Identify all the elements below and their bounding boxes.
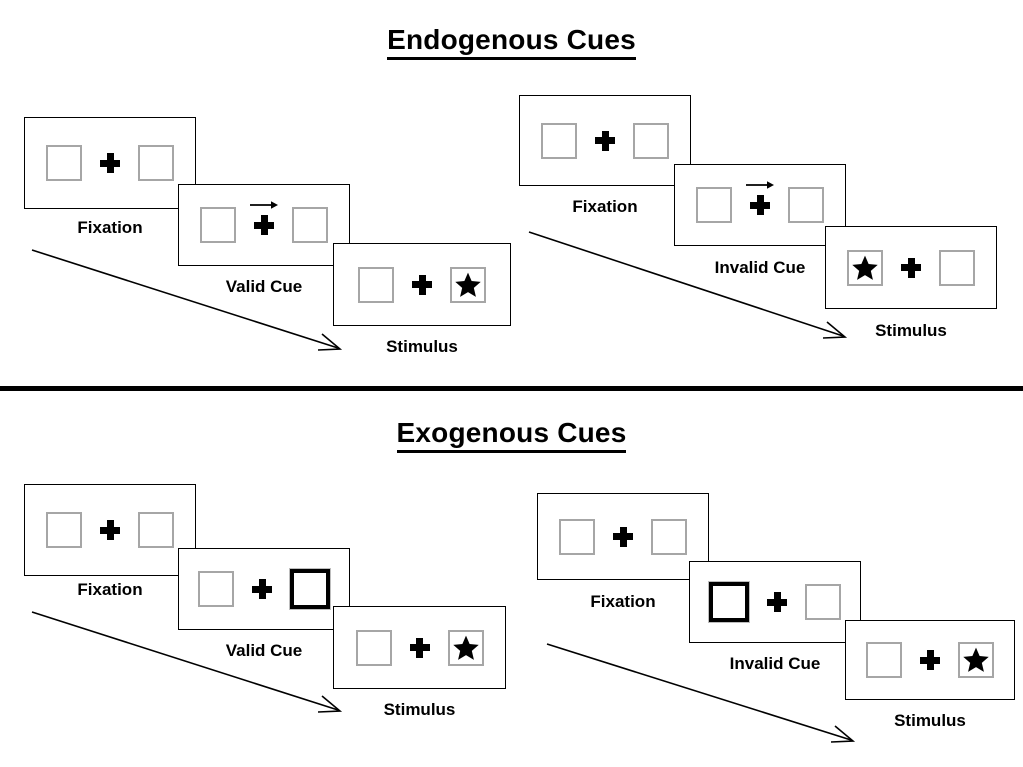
stimulus-box-right[interactable] bbox=[633, 122, 669, 159]
center-group bbox=[100, 153, 120, 173]
center-group bbox=[412, 274, 432, 295]
stimulus-box-left[interactable] bbox=[866, 642, 902, 678]
panel-endogenous-valid-fixation[interactable] bbox=[24, 117, 196, 209]
panel-endogenous-invalid-cue[interactable] bbox=[674, 164, 846, 246]
panel-exogenous-invalid-stimulus[interactable] bbox=[845, 620, 1015, 700]
caption-exogenous-valid-fixation: Fixation bbox=[77, 580, 143, 599]
stimulus-box-right[interactable] bbox=[450, 266, 486, 303]
center-group bbox=[901, 257, 921, 278]
fixation-cross-icon bbox=[901, 257, 921, 278]
panel-content bbox=[866, 642, 994, 678]
panel-endogenous-valid-stimulus[interactable] bbox=[333, 243, 511, 326]
section-title-endogenous-text: Endogenous Cues bbox=[387, 24, 636, 60]
panel-exogenous-valid-fixation[interactable] bbox=[24, 484, 196, 576]
caption-exogenous-valid-cue: Valid Cue bbox=[225, 641, 303, 660]
stimulus-box-right[interactable] bbox=[651, 518, 687, 555]
center-group bbox=[100, 520, 120, 540]
section-title-exogenous-text: Exogenous Cues bbox=[396, 417, 627, 453]
panel-exogenous-valid-stimulus[interactable] bbox=[333, 606, 506, 689]
center-group bbox=[595, 130, 615, 151]
caption-endogenous-valid-cue: Valid Cue bbox=[225, 277, 303, 296]
panel-content bbox=[198, 568, 331, 610]
panel-content bbox=[696, 181, 824, 223]
stimulus-box-right[interactable] bbox=[805, 584, 841, 620]
star-icon bbox=[452, 634, 480, 662]
panel-content bbox=[847, 249, 975, 286]
panel-content bbox=[46, 512, 174, 548]
star-icon bbox=[454, 271, 482, 299]
section-divider bbox=[0, 386, 1023, 391]
panel-exogenous-invalid-fixation[interactable] bbox=[537, 493, 709, 580]
stimulus-box-left-cued[interactable] bbox=[708, 581, 750, 623]
fixation-cross-icon bbox=[409, 637, 430, 658]
fixation-cross-icon bbox=[412, 274, 432, 295]
caption-endogenous-invalid-stimulus: Stimulus bbox=[875, 321, 947, 340]
stimulus-box-right[interactable] bbox=[958, 642, 994, 678]
stimulus-box-right[interactable] bbox=[447, 629, 484, 666]
center-group bbox=[920, 650, 940, 670]
stimulus-box-left[interactable] bbox=[198, 571, 234, 607]
stimulus-box-left[interactable] bbox=[847, 249, 883, 286]
stimulus-box-right[interactable] bbox=[292, 207, 328, 243]
center-group bbox=[613, 526, 633, 547]
caption-exogenous-invalid-stimulus: Stimulus bbox=[894, 711, 966, 730]
panel-content bbox=[559, 518, 687, 555]
fixation-cross-icon bbox=[254, 215, 274, 235]
center-group bbox=[767, 592, 787, 612]
caption-endogenous-valid-stimulus: Stimulus bbox=[386, 337, 458, 356]
stimulus-box-right-cued[interactable] bbox=[289, 568, 331, 610]
star-icon bbox=[962, 646, 990, 674]
panel-endogenous-valid-cue[interactable] bbox=[178, 184, 350, 266]
stimulus-box-right[interactable] bbox=[788, 187, 824, 223]
panel-exogenous-invalid-cue[interactable] bbox=[689, 561, 861, 643]
center-group bbox=[409, 637, 430, 658]
stimulus-box-left[interactable] bbox=[541, 122, 577, 159]
stimulus-box-left[interactable] bbox=[355, 629, 392, 666]
stimulus-box-left[interactable] bbox=[46, 512, 82, 548]
stimulus-box-left[interactable] bbox=[46, 145, 82, 181]
stimulus-box-right[interactable] bbox=[138, 145, 174, 181]
panel-endogenous-invalid-stimulus[interactable] bbox=[825, 226, 997, 309]
panel-exogenous-valid-cue[interactable] bbox=[178, 548, 350, 630]
section-title-endogenous: Endogenous Cues bbox=[0, 24, 1023, 60]
caption-endogenous-invalid-fixation: Fixation bbox=[572, 197, 638, 216]
cue-arrow-right-icon bbox=[745, 179, 775, 191]
stimulus-box-left[interactable] bbox=[200, 207, 236, 243]
stimulus-box-right[interactable] bbox=[939, 249, 975, 286]
fixation-cross-icon bbox=[252, 579, 272, 599]
fixation-cross-icon bbox=[100, 520, 120, 540]
fixation-cross-icon bbox=[750, 195, 770, 215]
fixation-cross-icon bbox=[767, 592, 787, 612]
panel-content bbox=[708, 581, 841, 623]
center-group bbox=[250, 201, 278, 235]
panel-content bbox=[358, 266, 486, 303]
panel-content bbox=[355, 629, 484, 666]
center-group bbox=[746, 181, 774, 215]
fixation-cross-icon bbox=[613, 526, 633, 547]
star-icon bbox=[851, 254, 879, 282]
caption-exogenous-valid-stimulus: Stimulus bbox=[383, 700, 456, 719]
panel-content bbox=[200, 201, 328, 243]
caption-endogenous-valid-fixation: Fixation bbox=[77, 218, 143, 237]
fixation-cross-icon bbox=[920, 650, 940, 670]
panel-content bbox=[46, 145, 174, 181]
stimulus-box-left[interactable] bbox=[358, 266, 394, 303]
cue-arrow-right-icon bbox=[249, 199, 279, 211]
panel-endogenous-invalid-fixation[interactable] bbox=[519, 95, 691, 186]
stimulus-box-right[interactable] bbox=[138, 512, 174, 548]
caption-endogenous-invalid-cue: Invalid Cue bbox=[714, 258, 806, 277]
panel-content bbox=[541, 122, 669, 159]
section-title-exogenous: Exogenous Cues bbox=[0, 417, 1023, 453]
caption-exogenous-invalid-cue: Invalid Cue bbox=[729, 654, 821, 673]
center-group bbox=[252, 579, 272, 599]
fixation-cross-icon bbox=[100, 153, 120, 173]
stimulus-box-left[interactable] bbox=[559, 518, 595, 555]
stimulus-box-left[interactable] bbox=[696, 187, 732, 223]
caption-exogenous-invalid-fixation: Fixation bbox=[590, 592, 656, 611]
fixation-cross-icon bbox=[595, 130, 615, 151]
